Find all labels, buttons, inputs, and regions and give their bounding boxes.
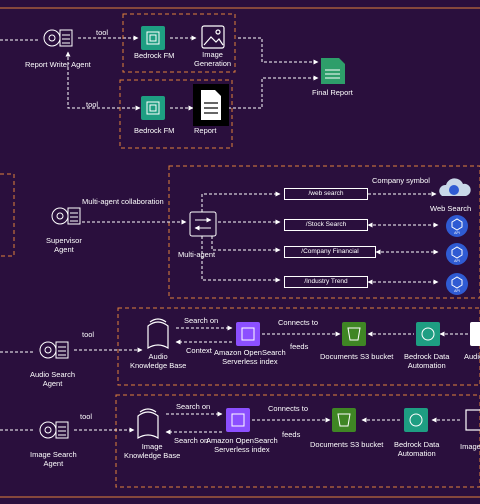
tool-label: tool (86, 100, 99, 109)
audio-group (117, 307, 480, 386)
opensearch-label: Amazon OpenSearch Serverless index (206, 436, 278, 454)
web-search-label: Web Search (430, 204, 472, 213)
tool-label: tool (96, 28, 109, 37)
s3-bucket-icon (332, 408, 356, 432)
api-badge-icons (446, 215, 468, 295)
connects-to-label: Connects to (278, 318, 319, 327)
final-report-label: Final Report (312, 88, 353, 97)
api-icon (446, 273, 468, 295)
bedrock-fm-icon (141, 26, 165, 50)
audio-source-icon (470, 322, 480, 346)
endpoint-industry-trend: /Industry Trend (284, 276, 368, 288)
image-generation-label: Image Generation (194, 50, 232, 68)
left-external-group (0, 173, 15, 257)
bedrock-data-automation-label: Bedrock Data Automation (394, 440, 440, 458)
final-report-icon (321, 58, 345, 84)
image-generation-group (122, 13, 236, 73)
context-label: Context (186, 346, 212, 355)
endpoint-stock-search: /Stock Search (284, 219, 368, 231)
search-on-label: Search on (176, 402, 211, 411)
image-knowledge-base-label: Image Knowledge Base (124, 442, 181, 460)
image-agent-icon (39, 421, 69, 439)
tool-label: tool (80, 412, 93, 421)
company-symbol-label: Company symbol (372, 176, 430, 185)
bedrock-data-automation-icon (404, 408, 428, 432)
bedrock-data-automation-label: Bedrock Data Automation (404, 352, 450, 370)
report-label: Report (194, 126, 217, 135)
audio-connectors (74, 325, 468, 353)
multi-agent-label: Multi-agent (178, 250, 216, 259)
audio-agent-icon (39, 341, 69, 359)
report-writer-agent-label: Report Writer Agent (25, 60, 91, 69)
tool-label: tool (82, 330, 95, 339)
feeds-label: feeds (282, 430, 301, 439)
supervisor-connectors (82, 191, 439, 285)
report-group (119, 79, 233, 149)
web-search-cloud-icon (439, 178, 471, 196)
multi-agent-group (168, 165, 480, 299)
image-connectors (74, 411, 462, 435)
opensearch-label: Amazon OpenSearch Serverless index (214, 348, 286, 366)
opensearch-icon (226, 408, 250, 432)
api-badge-text: API (454, 231, 460, 235)
s3-bucket-label: Documents S3 bucket (310, 440, 384, 449)
audio-knowledge-base-label: Audio Knowledge Base (130, 352, 187, 370)
api-badge-text: API (454, 259, 460, 263)
image-group (115, 394, 480, 488)
s3-bucket-icon (342, 322, 366, 346)
image-source-icon (465, 409, 480, 431)
bedrock-fm-label: Bedrock FM (134, 126, 175, 135)
report-doc-icon (193, 84, 229, 126)
api-icon (446, 243, 468, 265)
api-badge-text: API (454, 289, 460, 293)
s3-bucket-label: Documents S3 bucket (320, 352, 394, 361)
bedrock-data-automation-icon (416, 322, 440, 346)
search-on-label: Search on (184, 316, 219, 325)
feeds-label: feeds (290, 342, 309, 351)
audio-knowledge-base-icon (147, 318, 169, 350)
supervisor-agent-icon (51, 207, 81, 225)
endpoint-web-search: /web search (284, 188, 368, 200)
image-generation-icon (201, 25, 225, 49)
connects-to-label: Connects to (268, 404, 309, 413)
image-knowledge-base-icon (137, 408, 159, 440)
opensearch-icon (236, 322, 260, 346)
search-on-label: Search on (174, 436, 209, 445)
image-search-agent-label: Image Search Agent (30, 450, 77, 468)
bedrock-fm-label: Bedrock FM (134, 51, 175, 60)
audio-search-agent-label: Audio Search Agent (30, 370, 76, 388)
multi-agent-icon (189, 211, 217, 237)
audio-source-label: Audio (464, 352, 480, 361)
image-source-label: Image (460, 442, 480, 451)
api-icon (446, 215, 468, 237)
report-writer-connectors (0, 35, 319, 111)
bedrock-fm-icon (141, 96, 165, 120)
multi-agent-collaboration-label: Multi-agent collaboration (82, 197, 164, 206)
endpoint-company-financial: /Company Financial (284, 246, 376, 258)
supervisor-agent-label: Supervisor Agent (46, 236, 82, 254)
report-writer-agent-icon (43, 29, 73, 47)
